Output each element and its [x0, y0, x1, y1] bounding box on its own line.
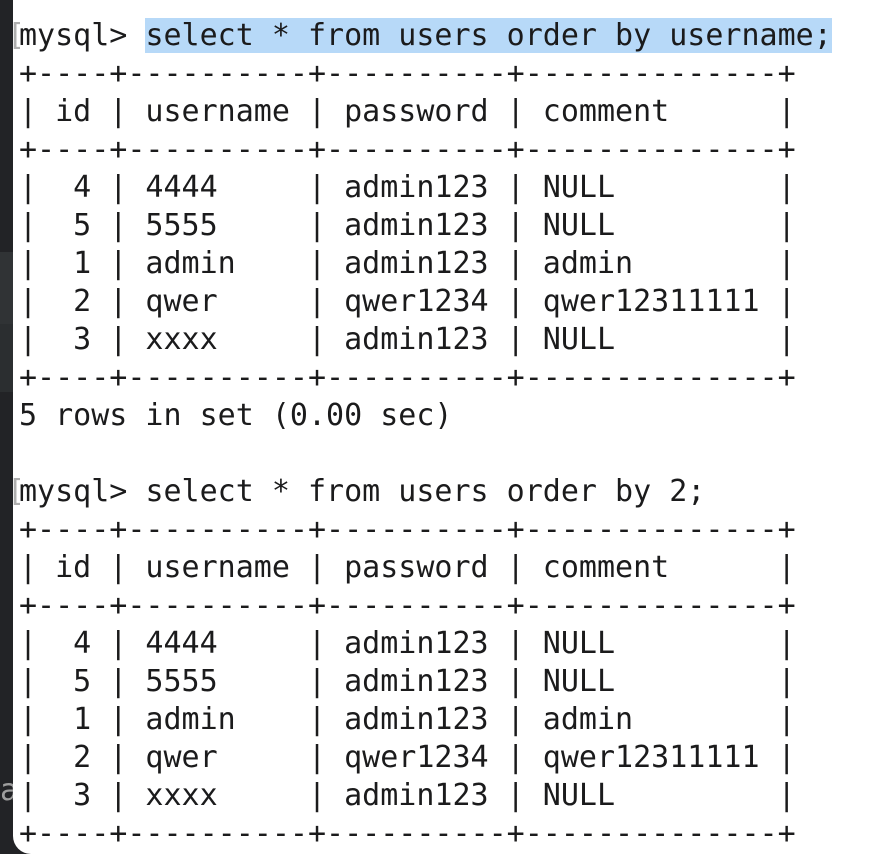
table-border: +----+----------+----------+------------…	[19, 360, 796, 395]
background-window-strip	[0, 0, 13, 854]
mysql-prompt: mysql>	[19, 474, 146, 509]
table-row: | 5 | 5555 | admin123 | NULL |	[19, 664, 796, 699]
mysql-prompt: mysql>	[19, 18, 146, 53]
table-row: | 1 | admin | admin123 | admin |	[19, 246, 796, 281]
table-row: | 2 | qwer | qwer1234 | qwer12311111 |	[19, 284, 796, 319]
prompt-line: [mysql> select * from users order by use…	[7, 18, 832, 53]
table-row: | 4 | 4444 | admin123 | NULL |	[19, 626, 796, 661]
sql-command: select * from users order by 2;	[145, 474, 706, 509]
table-header: | id | username | password | comment |	[19, 94, 796, 129]
background-list-row	[0, 324, 13, 392]
table-row: | 5 | 5555 | admin123 | NULL |	[19, 208, 796, 243]
table-row: | 2 | qwer | qwer1234 | qwer12311111 |	[19, 740, 796, 775]
prompt-line: [mysql> select * from users order by 2;	[7, 474, 706, 509]
background-list-row	[0, 252, 13, 324]
table-border: +----+----------+----------+------------…	[19, 56, 796, 91]
table-border: +----+----------+----------+------------…	[19, 588, 796, 623]
table-row: | 1 | admin | admin123 | admin |	[19, 702, 796, 737]
table-row: | 4 | 4444 | admin123 | NULL |	[19, 170, 796, 205]
table-border: +----+----------+----------+------------…	[19, 816, 796, 851]
table-row: | 3 | xxxx | admin123 | NULL |	[19, 778, 796, 813]
status-line: 5 rows in set (0.00 sec)	[19, 398, 453, 433]
table-border: +----+----------+----------+------------…	[19, 132, 796, 167]
terminal-window: [mysql> select * from users order by use…	[7, 0, 882, 854]
sql-command-selected: select * from users order by username;	[145, 18, 832, 53]
table-header: | id | username | password | comment |	[19, 550, 796, 585]
table-row: | 3 | xxxx | admin123 | NULL |	[19, 322, 796, 357]
table-border: +----+----------+----------+------------…	[19, 512, 796, 547]
blank-line	[19, 435, 882, 473]
terminal-output[interactable]: [mysql> select * from users order by use…	[7, 0, 882, 853]
